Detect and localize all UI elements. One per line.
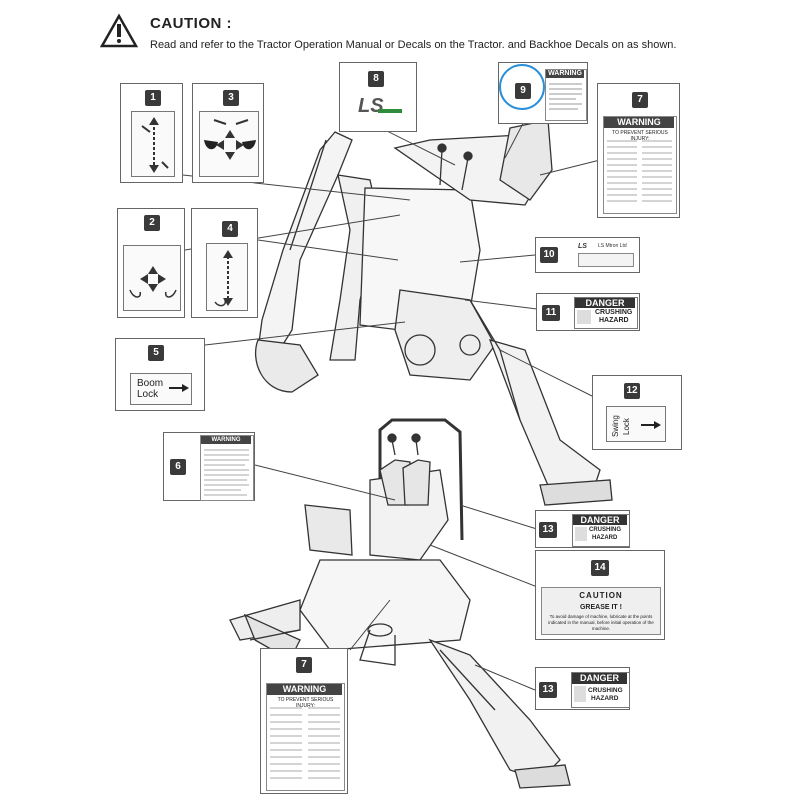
arrow-updown-icon [214,250,233,307]
four-way-arrow-icon [129,266,177,298]
decal-number: 8 [368,71,384,87]
ls-logo: LS [354,93,404,123]
boom-control-pictogram [131,111,175,177]
warning-decal: WARNING TO PREVENT SERIOUS INJURY: [266,683,345,791]
decal-14-box: 14 CAUTION GREASE IT ! To avoid damage o… [535,550,665,640]
decal-5-box: 5 Boom Lock [115,338,205,411]
bucket-control-pictogram [199,111,259,177]
decal-8-box: 8 LS [339,62,417,132]
caution-header: CAUTION [579,591,623,600]
decal-number: 13 [539,682,557,698]
hazard-label: HAZARD [599,317,629,324]
warning-header: WARNING [546,70,584,78]
hazard-label: HAZARD [592,535,618,541]
warning-header: WARNING [604,117,674,128]
leader-lines [182,109,601,691]
arrow-updown-icon [141,117,169,173]
ls-small-logo: LS [578,243,587,250]
grease-text: To avoid damage of machine, lubricate at… [548,614,654,631]
boom-lock-label-2: Lock [137,389,159,400]
crushing-label: CRUSHING [595,309,633,316]
right-arrow-icon [169,384,189,392]
decal-number: 12 [624,383,640,399]
ls-logo-bar [378,109,402,113]
lower-backhoe-drawing [229,418,571,789]
decal-number: 1 [145,90,161,106]
decal-number: 7 [632,92,648,108]
danger-header: DANGER [573,515,627,525]
caution-title: CAUTION : [150,15,232,32]
decal-11-box: 11 DANGER CRUSHING HAZARD [536,293,640,331]
text-lines [270,707,340,779]
decal-number: 7 [296,657,312,673]
warning-triangle-icon [99,13,139,48]
warning-header: WARNING [267,684,342,695]
decal-number: 2 [144,215,160,231]
warning-mini-decal: WARNING [545,69,587,121]
upper-backhoe-drawing [254,119,613,506]
danger-decal: DANGER CRUSHING HAZARD [574,297,638,329]
decal-number: 13 [539,522,557,538]
warning-decal: WARNING [200,435,254,501]
danger-header: DANGER [572,673,627,684]
crushing-label: CRUSHING [589,527,622,533]
decal-6-box: 6 WARNING [163,432,255,501]
decal-number: 14 [591,560,609,576]
danger-decal: DANGER CRUSHING HAZARD [571,672,630,708]
caution-instruction: Read and refer to the Tractor Operation … [150,39,677,51]
decal-4-box: 4 [191,208,258,318]
ls-logo-text: LS [358,95,384,117]
swing-lock-decal: Swing Lock [606,406,666,442]
decal-13-lower-box: 13 DANGER CRUSHING HAZARD [535,667,630,710]
ls-mtron-plate: LS LS Mtron Ltd [576,243,636,269]
grease-label: GREASE IT ! [579,604,622,611]
danger-decal: DANGER CRUSHING HAZARD [572,514,630,547]
crushing-label: CRUSHING [588,687,623,694]
decal-7-upper-box: 7 WARNING TO PREVENT SERIOUS INJURY: [597,83,680,218]
hazard-label: HAZARD [591,695,619,702]
serial-plate [578,253,634,267]
decal-2-box: 2 [117,208,185,318]
warning-subtitle: TO PREVENT SERIOUS INJURY: [612,130,668,142]
decal-13-middle-box: 13 DANGER CRUSHING HAZARD [535,510,630,548]
dipper-control-pictogram [206,243,248,311]
warning-header: WARNING [201,436,251,444]
decal-3-box: 3 [192,83,264,183]
decal-12-box: 12 Swing Lock [592,375,682,450]
decal-number: 11 [542,305,560,321]
crush-hand-icon [577,310,591,324]
swing-control-pictogram [123,245,181,311]
boom-lock-decal: Boom Lock [130,373,192,405]
decal-1-box: 1 [120,83,183,183]
right-arrow-icon [641,421,661,429]
text-lines [549,83,582,110]
four-way-arrow-icon [204,119,256,160]
text-lines [204,449,249,496]
decal-number: 4 [222,221,238,237]
danger-header: DANGER [575,298,635,308]
decal-number: 3 [223,90,239,106]
text-lines [607,140,672,202]
warning-decal: WARNING TO PREVENT SERIOUS INJURY: [603,116,677,214]
decal-number: 10 [540,247,558,263]
highlight-circle [499,64,545,110]
ls-mtron-text: LS Mtron Ltd [598,243,627,249]
boom-lock-label-1: Boom [137,378,164,389]
caution-grease-decal: CAUTION GREASE IT ! To avoid damage of m… [541,587,661,635]
crush-hand-icon [574,686,586,702]
warning-subtitle: TO PREVENT SERIOUS INJURY: [277,697,334,709]
decal-10-box: 10 LS LS Mtron Ltd [535,237,640,273]
decal-number: 6 [170,459,186,475]
crush-hand-icon [575,527,587,541]
decal-7-lower-box: 7 WARNING TO PREVENT SERIOUS INJURY: [260,648,348,794]
decal-number: 5 [148,345,164,361]
